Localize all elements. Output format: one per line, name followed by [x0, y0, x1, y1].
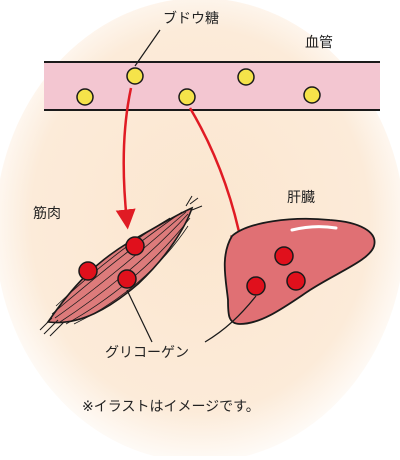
glycogen-label: グリコーゲン	[105, 346, 189, 360]
glucose-molecule	[238, 69, 254, 85]
blood-vessel-label: 血管	[305, 36, 333, 50]
glycogen-granule	[118, 270, 136, 288]
blood-vessel	[44, 62, 380, 110]
glucose-molecule	[304, 87, 320, 103]
glucose-molecule	[77, 89, 93, 105]
glucose-molecule	[127, 68, 143, 84]
liver-label: 肝臓	[287, 191, 315, 205]
glycogen-granule	[247, 277, 265, 295]
glycogen-granule	[275, 247, 293, 265]
glucose-molecule	[179, 89, 195, 105]
glycogen-granule	[79, 262, 97, 280]
muscle-label: 筋肉	[33, 207, 61, 221]
glucose-label: ブドウ糖	[163, 12, 219, 26]
illustration-note: ※イラストはイメージです。	[82, 400, 260, 414]
glycogen-granule	[287, 272, 305, 290]
glycogen-granule	[126, 237, 144, 255]
